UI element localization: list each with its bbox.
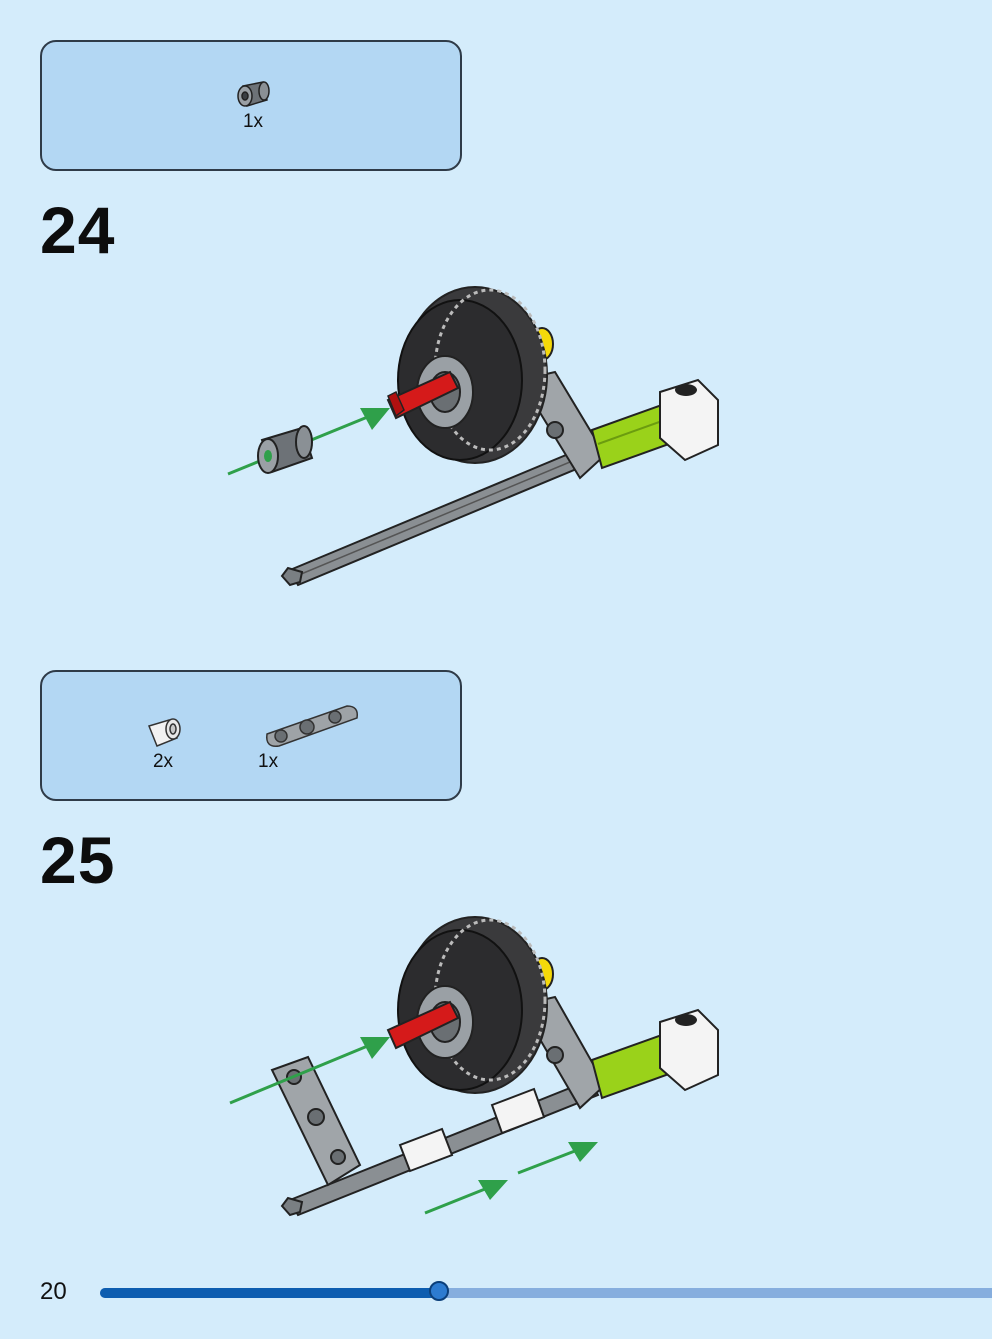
wheel bbox=[397, 916, 548, 1094]
red-axle bbox=[386, 370, 460, 420]
white-brick bbox=[659, 378, 719, 462]
wheel bbox=[397, 286, 548, 464]
parts-box-step-25: 2x 1x bbox=[40, 670, 462, 801]
step-25-illustration bbox=[229, 916, 719, 1217]
step-24-illustration bbox=[227, 286, 719, 587]
green-arrow bbox=[424, 1180, 508, 1215]
part-white-tube: 2x bbox=[138, 716, 188, 772]
step-number: 25 bbox=[40, 823, 116, 897]
step-number: 24 bbox=[40, 193, 116, 267]
bush-part bbox=[257, 425, 314, 474]
part-qty: 1x bbox=[242, 111, 264, 132]
bush-icon bbox=[237, 81, 270, 107]
progress-bar bbox=[100, 1281, 992, 1301]
white-tube-icon bbox=[147, 718, 181, 747]
white-brick bbox=[659, 1008, 719, 1092]
long-axle bbox=[280, 443, 600, 587]
red-axle bbox=[386, 1000, 460, 1050]
white-tubes bbox=[398, 1087, 546, 1173]
part-qty: 1x bbox=[258, 751, 279, 772]
front-beam bbox=[270, 1055, 362, 1187]
beam-3-icon bbox=[266, 705, 359, 747]
part-qty: 2x bbox=[152, 751, 174, 772]
progress-knob bbox=[428, 1281, 449, 1301]
green-arrow bbox=[229, 1037, 390, 1105]
green-arrow bbox=[517, 1142, 598, 1175]
parts-box-step-24: 1x bbox=[40, 40, 462, 171]
progress-fill bbox=[100, 1288, 439, 1298]
page-number: 20 bbox=[40, 1278, 67, 1305]
part-beam-3: 1x bbox=[256, 698, 366, 772]
part-bush: 1x bbox=[228, 78, 278, 132]
